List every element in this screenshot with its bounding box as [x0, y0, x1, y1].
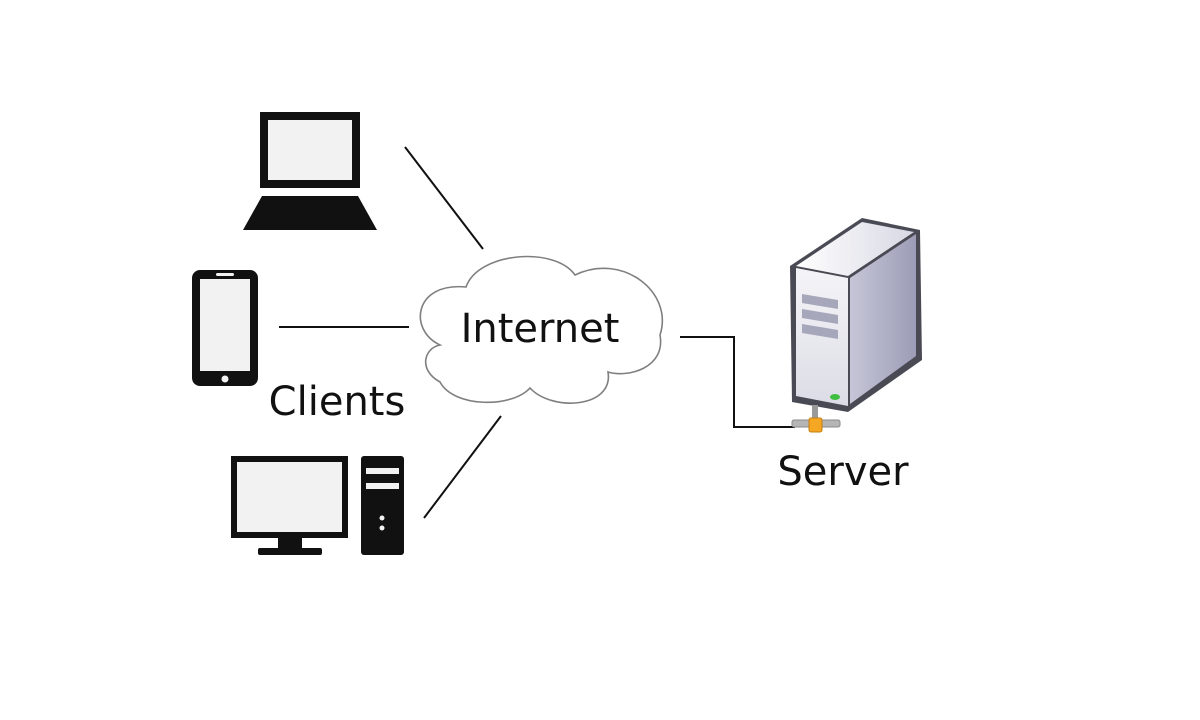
cloud-icon — [419, 255, 663, 404]
desktop-connector-line — [423, 415, 502, 519]
clients-label: Clients — [269, 379, 406, 425]
server-connector-line — [680, 336, 795, 428]
internet-label: Internet — [461, 306, 620, 352]
desktop-computer-icon — [231, 456, 404, 555]
server-tower-icon — [790, 218, 922, 433]
smartphone-icon — [192, 270, 258, 386]
laptop-icon — [243, 112, 377, 230]
server-label: Server — [777, 449, 909, 495]
laptop-connector-line — [404, 146, 484, 250]
